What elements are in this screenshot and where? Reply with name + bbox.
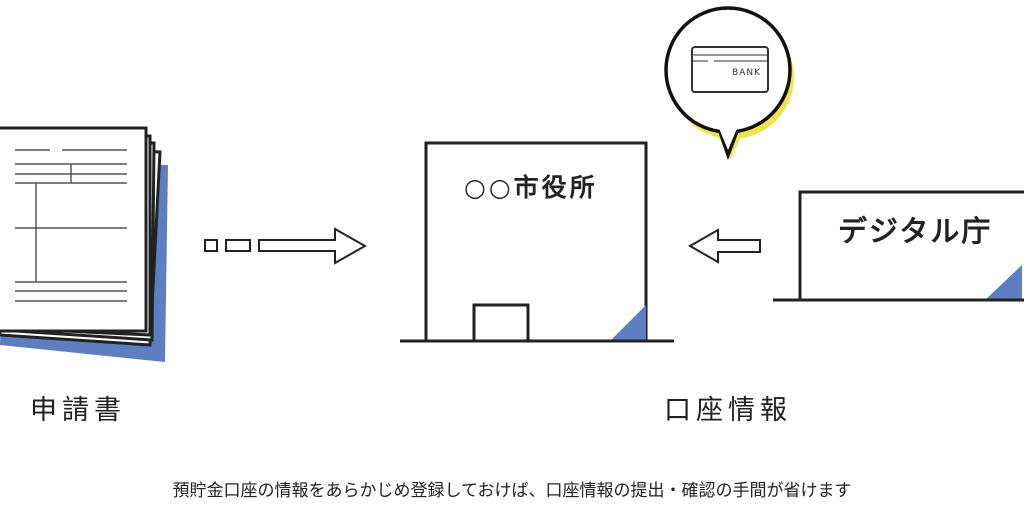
application-documents-icon — [0, 126, 168, 362]
arrow-right-icon — [204, 227, 368, 265]
account-info-label: 口座情報 — [664, 395, 792, 426]
bank-card-speech-bubble — [664, 6, 794, 161]
city-hall-building-icon — [400, 141, 674, 343]
digital-agency-building-icon — [773, 190, 1024, 302]
bank-card-icon — [691, 46, 769, 93]
city-hall-label: ○○市役所 — [464, 173, 598, 202]
application-label: 申請書 — [30, 395, 126, 426]
digital-agency-label: デジタル庁 — [838, 214, 993, 248]
arrow-left-icon — [687, 228, 761, 264]
bank-card-label: BANK — [732, 68, 761, 78]
caption: 預貯金口座の情報をあらかじめ登録しておけば、口座情報の提出・確認の手間が省けます — [172, 481, 852, 501]
